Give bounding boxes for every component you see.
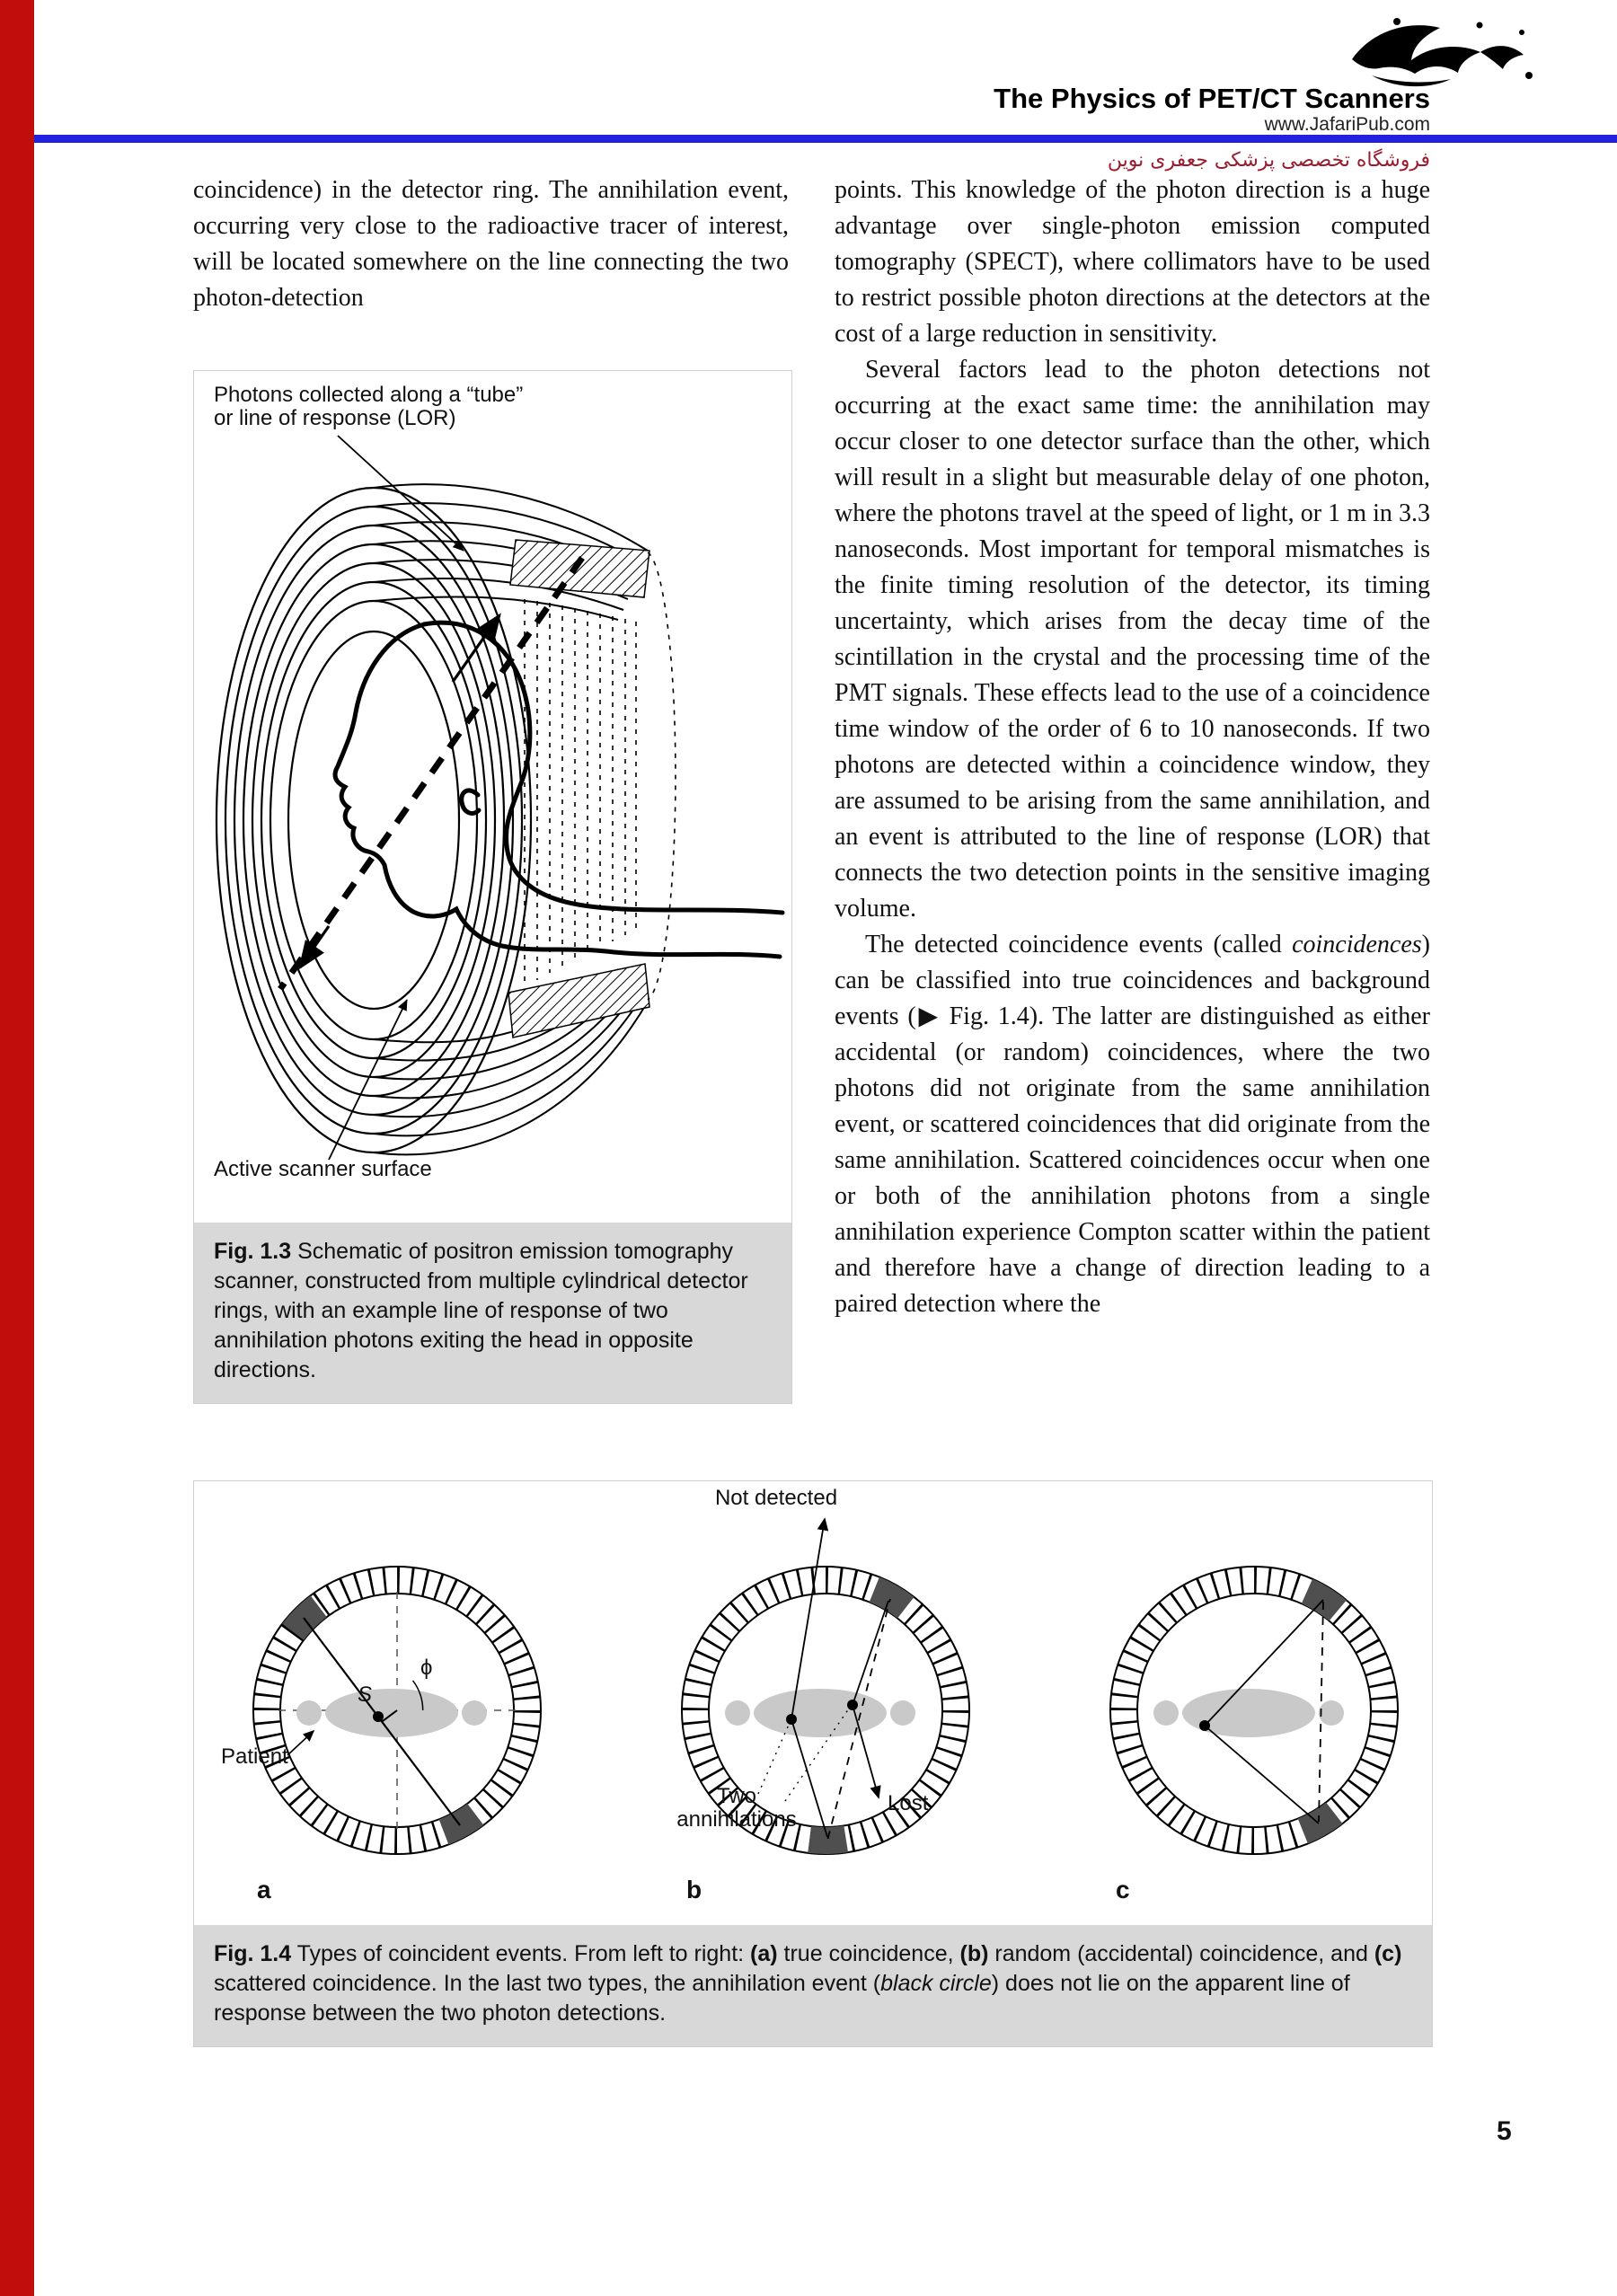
- s-label: S: [358, 1682, 372, 1707]
- caption-text: Types of coincident events. From left to…: [291, 1941, 751, 1966]
- annihilation-leader-dotted: [757, 1724, 790, 1795]
- caption-bold: (c): [1374, 1941, 1402, 1966]
- figure-1-3-image: Photons collected along a “tube” or line…: [193, 370, 792, 1223]
- scanner-ring-ellipses: [215, 486, 533, 1154]
- detector-tick-ring: [1110, 1567, 1398, 1854]
- surface-label-pointer: [328, 999, 408, 1161]
- detector-tick-ring: [253, 1567, 541, 1854]
- hit-detector-segment: [808, 1825, 849, 1854]
- figure-1-4: S ϕ Patient: [193, 1480, 1433, 2047]
- patient-label-pointer: [287, 1729, 315, 1756]
- phi-angle-arc: [411, 1680, 424, 1711]
- panel-letter-a: a: [257, 1876, 271, 1903]
- lor-label-line1: Photons collected along a “tube”: [214, 383, 523, 407]
- hit-detector-segment: [438, 1803, 484, 1845]
- scattered-photon-line: [1204, 1599, 1324, 1726]
- hit-detector-segment: [869, 1576, 915, 1619]
- caption-bold: (b): [959, 1941, 989, 1966]
- detector-ring-c: [1109, 1566, 1399, 1855]
- true-lor-line: [303, 1617, 461, 1826]
- patient-phantom: [725, 1689, 915, 1737]
- patient-phantom: [1153, 1689, 1344, 1737]
- caption-italic: black circle: [880, 1971, 992, 1996]
- two-annihilations-label-line1: Two: [717, 1784, 756, 1808]
- figure-1-4-image: S ϕ Patient: [193, 1480, 1433, 1925]
- left-text-column: coincidence) in the detector ring. The a…: [193, 172, 789, 316]
- figure-1-4-caption: Fig. 1.4 Types of coincident events. Fro…: [193, 1925, 1433, 2047]
- panel-letter-b: b: [686, 1876, 702, 1903]
- publisher-logo-icon: [1352, 18, 1533, 87]
- lor-label-pointer: [337, 435, 464, 552]
- patient-phantom: [296, 1689, 487, 1737]
- lost-photon-line: [852, 1704, 881, 1799]
- active-surface-label: Active scanner surface: [214, 1157, 432, 1181]
- annihilation-dot: [1199, 1720, 1210, 1731]
- annihilation-dot: [847, 1700, 858, 1710]
- body-paragraph: Several factors lead to the photon detec…: [835, 356, 1430, 923]
- page-number: 5: [1497, 2116, 1512, 2146]
- detector-blocks-hatched: [508, 539, 650, 1038]
- s-offset-segment: [381, 1709, 398, 1723]
- figure-number: Fig. 1.4: [214, 1941, 292, 1966]
- italic-term: coincidences: [1292, 931, 1422, 958]
- annihilation-dot: [373, 1711, 384, 1722]
- caption-bold: (a): [750, 1941, 778, 1966]
- annihilation-dot: [786, 1714, 797, 1725]
- coincidence-types-diagram: S ϕ Patient: [221, 1486, 1399, 1903]
- photon-arrow-up: [451, 613, 501, 683]
- detector-ring-a: S ϕ: [252, 1566, 542, 1855]
- caption-text: random (accidental) coincidence, and: [988, 1941, 1374, 1966]
- two-annihilations-label-line2: annihilations: [676, 1807, 796, 1832]
- line-of-response: [278, 555, 585, 992]
- figure-1-3: Photons collected along a “tube” or line…: [193, 370, 792, 1404]
- detected-photon-line: [852, 1600, 889, 1706]
- detector-tick-ring: [682, 1567, 969, 1854]
- lor-label-line2: or line of response (LOR): [214, 406, 455, 430]
- page-edge-red-bar: [0, 0, 34, 2296]
- apparent-lor-dashed: [826, 1598, 891, 1840]
- figure-number: Fig. 1.3: [214, 1239, 292, 1264]
- panel-letter-c: c: [1116, 1876, 1130, 1903]
- paragraph-text: ) can be classified into true coincidenc…: [835, 931, 1430, 1318]
- body-paragraph: points. This knowledge of the photon dir…: [835, 176, 1430, 348]
- hit-detector-segment: [1297, 1802, 1343, 1844]
- body-paragraph: The detected coincidence events (called …: [835, 927, 1430, 1322]
- header-divider-rule: [34, 135, 1617, 143]
- scattered-photon-line: [1204, 1725, 1320, 1824]
- caption-text: ) does not lie on the apparent line of r…: [214, 1971, 1350, 2026]
- head-profile: [332, 620, 785, 959]
- annihilation-leader-dotted: [784, 1708, 850, 1802]
- pet-scanner-schematic: Photons collected along a “tube” or line…: [214, 383, 785, 1181]
- body-paragraph: coincidence) in the detector ring. The a…: [193, 176, 789, 312]
- paragraph-text: The detected coincidence events (called: [865, 931, 1293, 958]
- figure-1-3-caption: Fig. 1.3 Schematic of positron emission …: [193, 1223, 792, 1404]
- lost-label: Lost: [888, 1791, 929, 1815]
- caption-text: Schematic of positron emission tomograph…: [214, 1239, 748, 1382]
- detected-photon-line: [791, 1718, 828, 1838]
- detector-ring-b: [681, 1517, 970, 1855]
- cylinder-interior-dashed-lines: [524, 552, 676, 1001]
- right-text-column: points. This knowledge of the photon dir…: [835, 172, 1430, 1322]
- patient-label: Patient: [221, 1744, 288, 1769]
- phi-label: ϕ: [420, 1656, 432, 1680]
- apparent-lor-dashed: [1318, 1601, 1324, 1823]
- publisher-website: www.JafariPub.com: [1264, 114, 1430, 135]
- not-detected-label: Not detected: [715, 1486, 837, 1510]
- page-header-title: The Physics of PET/CT Scanners: [994, 83, 1430, 114]
- not-detected-photon-line: [791, 1517, 829, 1720]
- caption-text: scattered coincidence. In the last two t…: [214, 1971, 881, 1996]
- photon-arrow-down: [298, 925, 331, 970]
- caption-text: true coincidence,: [777, 1941, 960, 1966]
- persian-publisher-note: فروشگاه تخصصی پزشکی جعفری نوین: [1107, 149, 1430, 172]
